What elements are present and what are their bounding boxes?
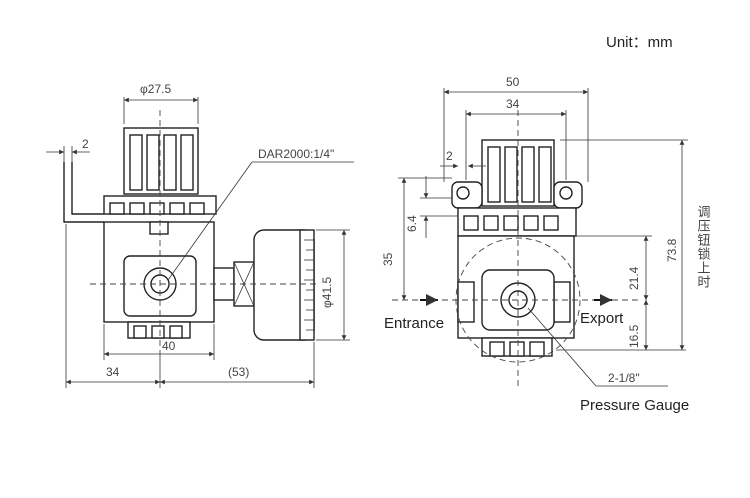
dim-34-right: 34 [506,97,520,111]
label-lock: 调压钮锁上时 [695,205,711,289]
dim-6-4: 6.4 [405,215,419,232]
right-view: 50 34 2 6.4 35 21.4 16.5 73.8 调压钮锁上 [381,75,710,414]
dim-16-5: 16.5 [627,324,641,348]
dim-21-4: 21.4 [627,266,641,290]
label-export: Export [580,310,624,327]
left-view: φ27.5 2 DAR2000:1/4" φ41.5 40 34 (53) [46,82,354,388]
callout-model: DAR2000:1/4" [258,147,334,161]
dim-width-40: 40 [162,339,176,353]
dim-35: 35 [381,252,395,266]
unit-label: Unit：mm [606,34,673,51]
dim-diameter-top: φ27.5 [140,82,171,96]
label-port: 2-1/8" [608,371,640,385]
dim-53: (53) [228,365,249,379]
dim-offset-2: 2 [82,137,89,151]
dim-73-8: 73.8 [665,238,679,262]
dim-gauge-diameter: φ41.5 [320,277,334,308]
label-pressure-gauge: Pressure Gauge [580,397,689,414]
label-entrance: Entrance [384,315,444,332]
dim-50: 50 [506,75,520,89]
dim-34-left: 34 [106,365,120,379]
dim-2-right: 2 [446,149,453,163]
